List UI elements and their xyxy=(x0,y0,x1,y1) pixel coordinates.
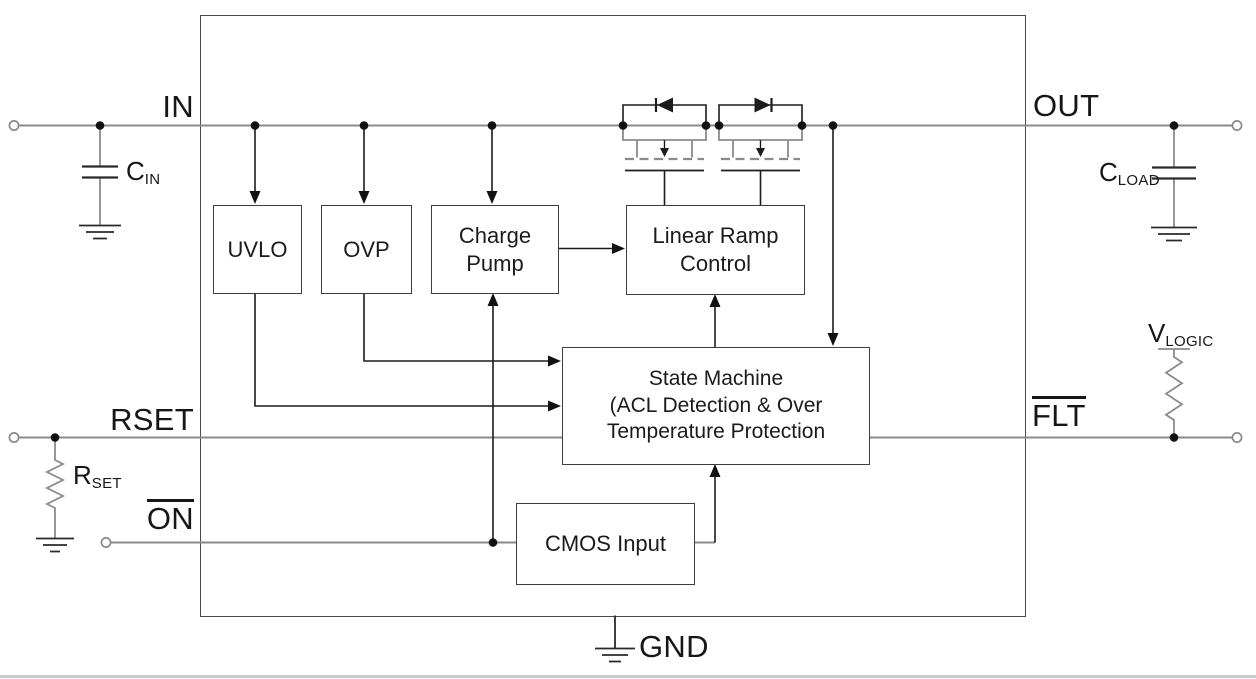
vlogic-label-main: V xyxy=(1148,318,1166,348)
in-terminal xyxy=(8,120,20,131)
junction-dot xyxy=(359,121,369,130)
block-linear-ramp-control: Linear Ramp Control xyxy=(626,205,805,295)
ovp-to-state-machine xyxy=(363,292,549,362)
arrowheads xyxy=(249,191,839,477)
arrowhead-down xyxy=(249,191,261,204)
pin-label-out: OUT xyxy=(1033,88,1100,123)
rset-label-main: R xyxy=(73,460,92,490)
cin-label: CIN xyxy=(126,156,160,188)
pin-label-on: ON xyxy=(118,499,194,537)
arrowhead-down xyxy=(827,333,839,346)
block-ovp: OVP xyxy=(321,205,412,294)
vlogic-label-sub: LOGIC xyxy=(1165,333,1214,350)
body-diode-left-icon xyxy=(657,97,673,113)
block-ovp-label: OVP xyxy=(343,236,390,262)
arrowhead-up xyxy=(709,294,721,307)
pin-label-on-text: ON xyxy=(146,499,194,536)
rset-ground-icon xyxy=(36,537,74,553)
arrowhead-up xyxy=(487,293,499,306)
pass-fets xyxy=(622,97,803,205)
block-cmos-input-label: CMOS Input xyxy=(544,531,667,557)
junction-dot xyxy=(1169,121,1179,130)
junction-dot xyxy=(50,433,60,442)
on-terminal xyxy=(100,537,112,548)
rset-label-sub: SET xyxy=(91,475,122,492)
block-uvlo-label: UVLO xyxy=(227,236,288,262)
arrowhead-down xyxy=(358,191,370,204)
cin-ground-icon xyxy=(79,224,121,240)
mosfet-left-body-arrowhead xyxy=(660,148,669,157)
pin-label-flt-text: FLT xyxy=(1032,396,1086,433)
main-rails xyxy=(18,124,1233,544)
ground-symbols xyxy=(36,224,1197,663)
cin-capacitor-icon xyxy=(82,165,118,179)
arrowhead-down xyxy=(486,191,498,204)
pin-label-flt: FLT xyxy=(1032,396,1086,434)
uvlo-to-state-machine xyxy=(254,292,549,407)
block-uvlo: UVLO xyxy=(213,205,302,294)
pin-terminals xyxy=(8,120,1243,548)
arrowhead-right xyxy=(612,243,625,254)
page-divider xyxy=(0,675,1256,678)
mosfet-right xyxy=(718,97,803,205)
block-charge-pump-label: Charge Pump xyxy=(458,222,532,276)
junction-dot xyxy=(828,121,838,130)
junction-dot xyxy=(701,121,711,130)
junction-dots xyxy=(50,121,1179,547)
arrowhead-right xyxy=(548,355,561,367)
block-state-machine: State Machine (ACL Detection & Over Temp… xyxy=(562,347,870,465)
arrowhead-right xyxy=(548,400,561,412)
signal-connectors xyxy=(254,125,834,543)
junction-dot xyxy=(488,538,498,547)
cload-ground-icon xyxy=(1151,226,1197,242)
cin-label-sub: IN xyxy=(144,171,161,188)
component-wires xyxy=(44,125,1190,538)
junction-dot xyxy=(618,121,628,130)
cload-label-main: C xyxy=(1099,157,1118,187)
cload-label-sub: LOAD xyxy=(1117,172,1160,189)
rset-terminal xyxy=(8,432,20,443)
block-state-machine-label: State Machine (ACL Detection & Over Temp… xyxy=(606,367,826,444)
gnd-ground-icon xyxy=(595,647,635,663)
capacitor-plates xyxy=(82,165,1196,180)
junction-dot xyxy=(95,121,105,130)
rset-resistor xyxy=(44,437,66,538)
body-diode-right-icon xyxy=(754,97,771,113)
pin-label-rset: RSET xyxy=(110,402,194,437)
block-cmos-input: CMOS Input xyxy=(516,503,695,585)
rset-component-label: RSET xyxy=(73,460,122,492)
block-charge-pump: Charge Pump xyxy=(431,205,559,294)
block-linear-ramp-label: Linear Ramp Control xyxy=(652,223,779,276)
mosfet-left xyxy=(622,97,707,205)
pin-label-gnd: GND xyxy=(639,629,709,664)
junction-dot xyxy=(250,121,260,130)
cload-capacitor-icon xyxy=(1152,166,1196,180)
cin-label-main: C xyxy=(126,156,145,186)
arrowhead-up xyxy=(709,464,721,477)
vlogic-label: VLOGIC xyxy=(1148,318,1214,350)
cload-label: CLOAD xyxy=(1099,157,1160,189)
ic-outline xyxy=(200,15,1026,617)
mosfet-right-body-arrowhead xyxy=(756,148,765,157)
out-terminal xyxy=(1231,120,1243,131)
vlogic-resistor xyxy=(1158,348,1190,438)
junction-dot xyxy=(714,121,724,130)
pin-label-in: IN xyxy=(162,89,194,124)
junction-dot xyxy=(1169,433,1179,442)
junction-dot xyxy=(797,121,807,130)
flt-terminal xyxy=(1231,432,1243,443)
junction-dot xyxy=(487,121,497,130)
